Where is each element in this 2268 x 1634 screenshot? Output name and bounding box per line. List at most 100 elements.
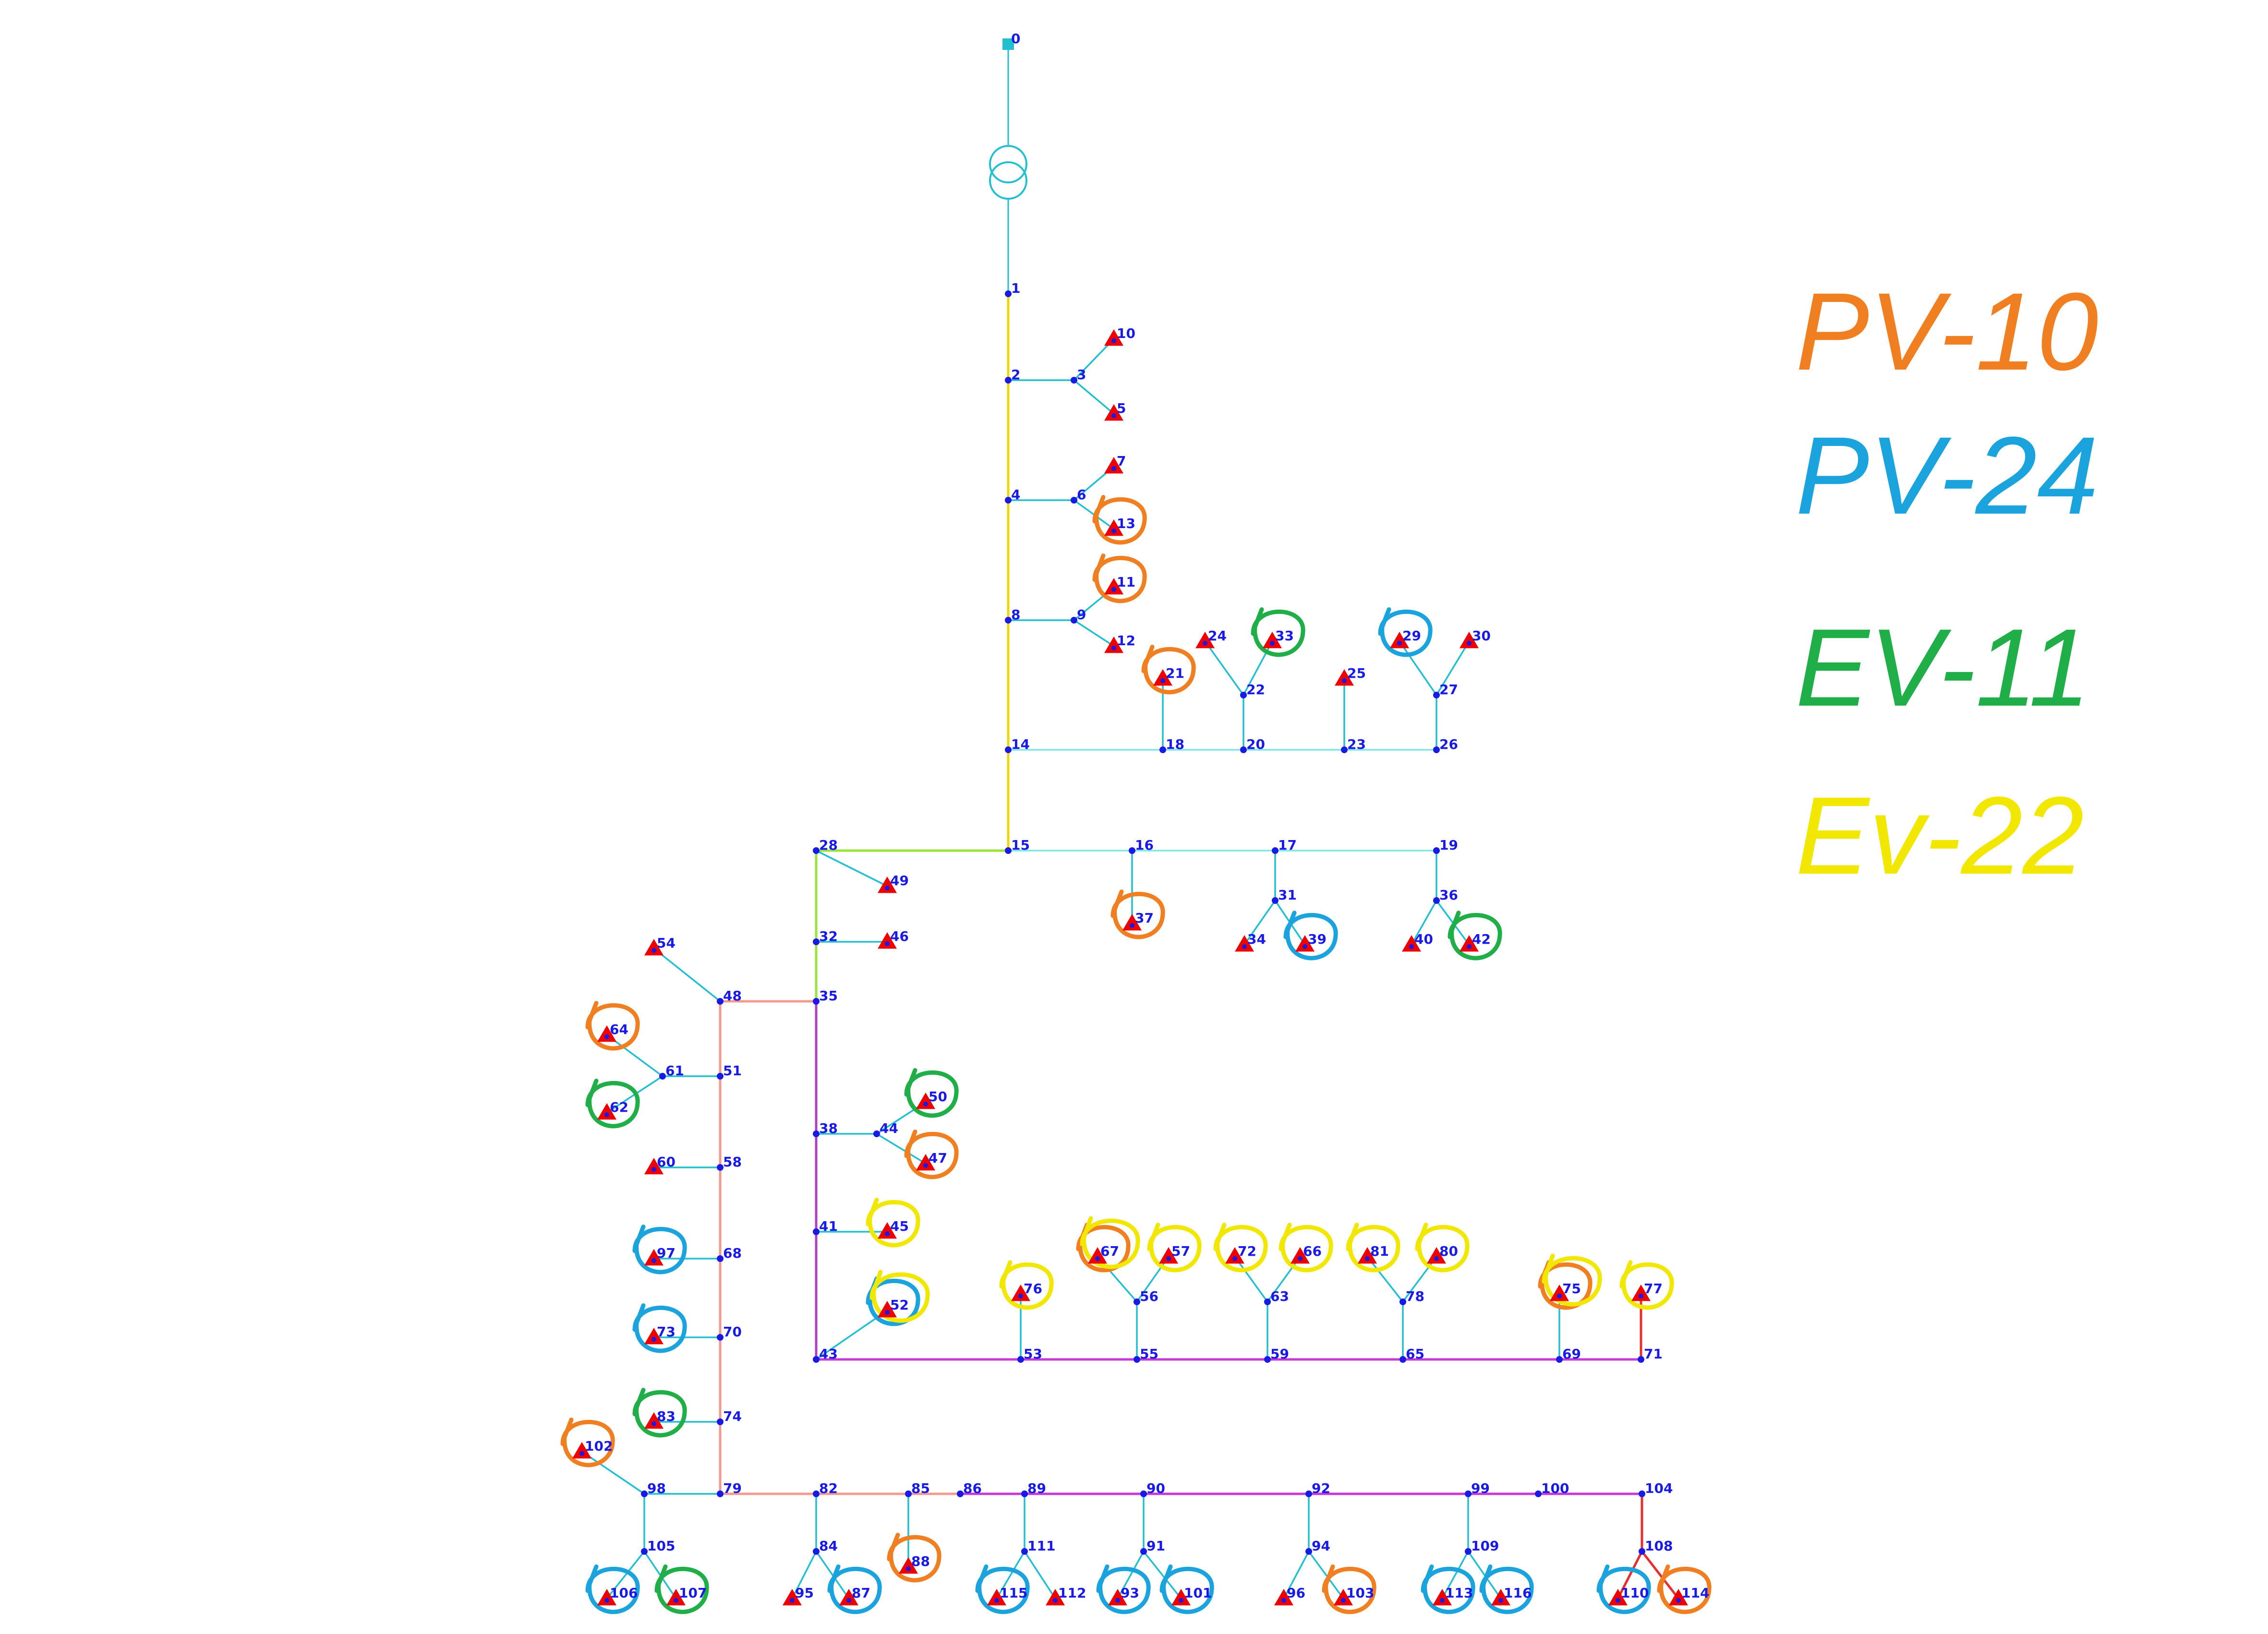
bus-dot-56 [1134, 1298, 1140, 1305]
bus-dot-104 [1639, 1490, 1645, 1497]
marking-ev11-107 [654, 1564, 709, 1614]
marking-pv24-39 [1283, 911, 1338, 961]
bus-dot-82 [813, 1490, 820, 1497]
edge-63-72 [1234, 1256, 1268, 1303]
node-label-29: 29 [1402, 628, 1421, 644]
node-label-16: 16 [1135, 837, 1154, 853]
load-triangle-12 [1104, 637, 1123, 653]
node-label-1: 1 [1011, 280, 1020, 296]
marking-pv24-97 [632, 1225, 687, 1274]
bus-dot-10 [1111, 338, 1116, 343]
node-label-52: 52 [890, 1297, 909, 1313]
node-label-93: 93 [1121, 1585, 1139, 1601]
node-label-56: 56 [1140, 1288, 1158, 1304]
edge-3-5 [1073, 379, 1115, 415]
bus-dot-30 [1467, 641, 1472, 646]
node-label-102: 102 [585, 1438, 613, 1454]
edge-48-54 [653, 948, 721, 1002]
marking-pv10-67 [1076, 1223, 1131, 1273]
node-label-74: 74 [723, 1408, 742, 1424]
load-triangle-42 [1460, 935, 1479, 952]
edge-109-113 [1441, 1551, 1469, 1599]
bus-dot-12 [1111, 646, 1116, 650]
node-label-42: 42 [1472, 931, 1491, 947]
load-triangle-30 [1460, 632, 1479, 649]
node-label-40: 40 [1414, 931, 1433, 947]
bus-dot-115 [994, 1598, 999, 1603]
bus-dot-88 [906, 1566, 911, 1571]
marking-ev11-83 [632, 1388, 687, 1438]
node-label-98: 98 [647, 1480, 666, 1496]
bus-dot-49 [885, 886, 890, 890]
bus-dot-5 [1111, 413, 1116, 418]
bus-dot-13 [1111, 529, 1116, 533]
edge-9-12 [1074, 619, 1114, 647]
node-label-87: 87 [852, 1585, 870, 1601]
node-label-100: 100 [1541, 1480, 1569, 1496]
load-triangle-34 [1235, 935, 1254, 952]
node-label-36: 36 [1439, 887, 1458, 903]
legend-pv24: PV-24 [1796, 414, 2099, 537]
bus-dot-60 [651, 1167, 656, 1172]
load-triangle-66 [1291, 1247, 1310, 1264]
node-label-20: 20 [1246, 736, 1265, 752]
bus-dot-35 [813, 998, 820, 1005]
bus-dot-108 [1639, 1548, 1645, 1555]
node-label-67: 67 [1100, 1243, 1119, 1259]
load-triangle-95 [783, 1589, 802, 1606]
load-triangle-83 [644, 1412, 664, 1429]
node-label-44: 44 [880, 1120, 898, 1136]
node-label-48: 48 [723, 988, 742, 1004]
bus-dot-90 [1140, 1490, 1147, 1497]
bus-dot-17 [1272, 847, 1279, 854]
bus-dot-54 [651, 948, 656, 953]
marking-pv10-37 [1110, 889, 1165, 939]
load-triangle-39 [1295, 935, 1315, 952]
node-label-71: 71 [1644, 1346, 1663, 1362]
edge-91-101 [1143, 1550, 1182, 1599]
load-triangle-114 [1669, 1589, 1688, 1606]
load-triangle-87 [839, 1589, 858, 1606]
load-triangle-60 [644, 1158, 664, 1175]
bus-dot-44 [873, 1130, 880, 1137]
node-label-111: 111 [1027, 1538, 1055, 1554]
load-triangle-11 [1104, 578, 1123, 595]
node-label-10: 10 [1117, 325, 1135, 341]
load-triangle-115 [987, 1589, 1006, 1606]
bus-dot-67 [1095, 1256, 1100, 1261]
bus-dot-79 [717, 1490, 724, 1497]
node-label-21: 21 [1166, 665, 1184, 681]
node-label-59: 59 [1270, 1346, 1289, 1362]
edge-94-96 [1283, 1551, 1310, 1599]
load-triangle-25 [1335, 669, 1354, 686]
node-label-50: 50 [929, 1089, 947, 1105]
node-label-41: 41 [819, 1218, 838, 1234]
load-triangle-24 [1195, 632, 1215, 649]
node-label-19: 19 [1439, 837, 1458, 853]
node-label-77: 77 [1644, 1281, 1663, 1297]
marking-pv10-103 [1322, 1564, 1376, 1614]
node-label-13: 13 [1117, 516, 1135, 531]
edge-63-66 [1267, 1256, 1301, 1303]
node-label-66: 66 [1303, 1243, 1322, 1259]
node-label-35: 35 [819, 988, 838, 1004]
bus-dot-57 [1166, 1256, 1171, 1261]
bus-dot-15 [1005, 847, 1012, 854]
load-triangle-75 [1550, 1285, 1569, 1301]
bus-dot-65 [1399, 1356, 1406, 1363]
node-label-69: 69 [1562, 1346, 1581, 1362]
node-label-97: 97 [657, 1245, 676, 1261]
bus-dot-11 [1111, 587, 1116, 592]
load-triangle-76 [1011, 1285, 1030, 1301]
node-label-31: 31 [1278, 887, 1297, 903]
node-label-37: 37 [1135, 910, 1154, 926]
load-triangle-54 [644, 939, 664, 956]
bus-dot-85 [905, 1490, 912, 1497]
bus-dot-25 [1342, 678, 1347, 683]
node-label-110: 110 [1621, 1585, 1649, 1601]
load-triangle-52 [878, 1301, 897, 1318]
marking-ev22-66 [1279, 1223, 1333, 1273]
node-label-86: 86 [963, 1480, 982, 1496]
node-label-60: 60 [657, 1154, 676, 1170]
node-label-75: 75 [1562, 1281, 1581, 1297]
